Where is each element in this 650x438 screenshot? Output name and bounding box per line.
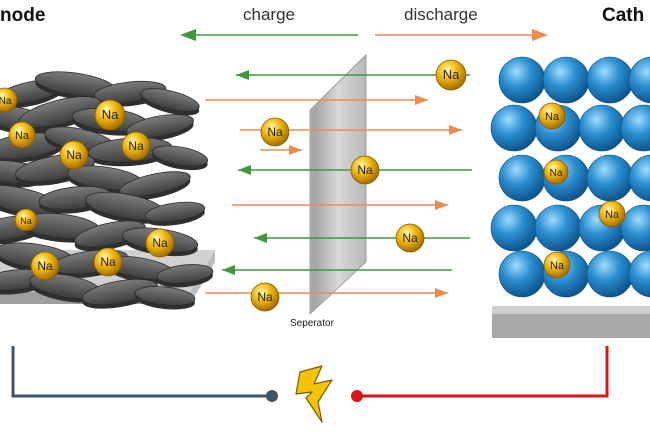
sodium-ion: Na [93, 247, 123, 277]
sodium-ion-label: Na [550, 168, 563, 179]
sodium-ion: Na [8, 121, 36, 149]
sodium-ion-label: Na [267, 125, 283, 139]
discharge-arrow-top [375, 29, 548, 41]
sodium-ion-label: Na [15, 130, 30, 142]
cathode-lattice [490, 56, 650, 298]
sodium-ion: Na [350, 155, 380, 185]
separator [309, 54, 367, 315]
sodium-ion: Na [598, 200, 626, 228]
sodium-ion-label: Na [66, 148, 82, 162]
sodium-ion-label: Na [152, 236, 168, 250]
sodium-ion-label: Na [37, 259, 53, 273]
anode-title: node [0, 5, 46, 26]
charge-label: charge [243, 5, 295, 24]
cathode-title: Cath [602, 5, 645, 26]
sodium-ion: Na [0, 87, 18, 113]
sodium-ion-label: Na [443, 67, 460, 82]
sodium-ion: Na [121, 131, 151, 161]
sodium-ion-label: Na [102, 107, 119, 122]
sodium-ion-label: Na [257, 290, 273, 304]
sodium-ion: Na [543, 251, 571, 279]
sodium-ion-label: Na [128, 139, 144, 153]
charge-arrow-top [180, 29, 358, 41]
sodium-ion: Na [435, 59, 467, 91]
sodium-ion: Na [260, 117, 290, 147]
sodium-ion-label: Na [605, 209, 620, 221]
sodium-ion-label: Na [550, 260, 565, 272]
sodium-ion: Na [543, 159, 569, 185]
sodium-ion: Na [14, 208, 38, 232]
sodium-ion: Na [30, 251, 60, 281]
sodium-ion: Na [59, 140, 89, 170]
sodium-ion-label: Na [100, 255, 116, 269]
sodium-ion-label: Na [20, 216, 32, 226]
cathode-substrate [492, 306, 650, 338]
sodium-ion: Na [395, 223, 425, 253]
sodium-ion: Na [145, 228, 175, 258]
sodium-ion: Na [94, 99, 126, 131]
separator-label: Seperator [290, 318, 334, 329]
external-circuit [11, 346, 609, 402]
sodium-ion-label: Na [402, 231, 418, 245]
sodium-ion-label: Na [357, 163, 373, 177]
discharge-label: discharge [404, 5, 478, 24]
sodium-ion: Na [250, 282, 280, 312]
lightning-bolt-icon [295, 365, 333, 423]
sodium-ion-label: Na [0, 96, 12, 107]
sodium-ion: Na [538, 102, 566, 130]
sodium-ion-label: Na [545, 111, 560, 123]
